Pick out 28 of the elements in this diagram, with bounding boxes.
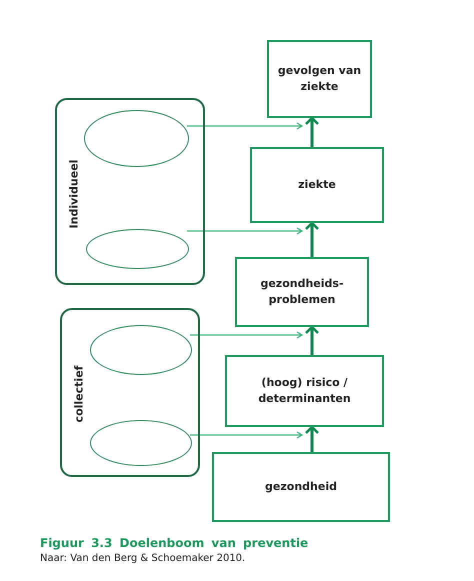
process-box <box>212 452 390 522</box>
group-label: Individueel <box>68 160 80 228</box>
box-label: gezondheids- problemen <box>259 276 345 308</box>
arrow <box>304 116 320 147</box>
box-label: gevolgen van ziekte <box>276 63 362 95</box>
ellipse <box>84 110 189 167</box>
arrow <box>304 426 320 452</box>
figure-title: Figuur 3.3 Doelenboom van preventie <box>40 536 308 550</box>
arrow <box>190 431 303 439</box>
process-box <box>225 355 384 427</box>
box-label: (hoog) risico / determinanten <box>257 375 352 407</box>
box-label: gezondheid <box>265 479 337 495</box>
arrow <box>304 326 320 355</box>
arrow <box>190 331 303 339</box>
box-label: ziekte <box>298 177 336 193</box>
figure-caption: Naar: Van den Berg & Schoemaker 2010. <box>40 553 246 564</box>
process-box <box>250 147 384 223</box>
arrow <box>187 122 303 130</box>
arrow <box>304 222 320 257</box>
process-box <box>235 257 369 327</box>
ellipse <box>90 420 192 466</box>
ellipse <box>86 229 189 269</box>
ellipse <box>90 325 192 375</box>
process-box <box>267 40 372 118</box>
group-label: collectief <box>72 366 86 422</box>
group-frame <box>55 98 205 285</box>
arrow <box>187 227 303 235</box>
group-frame <box>60 308 200 477</box>
